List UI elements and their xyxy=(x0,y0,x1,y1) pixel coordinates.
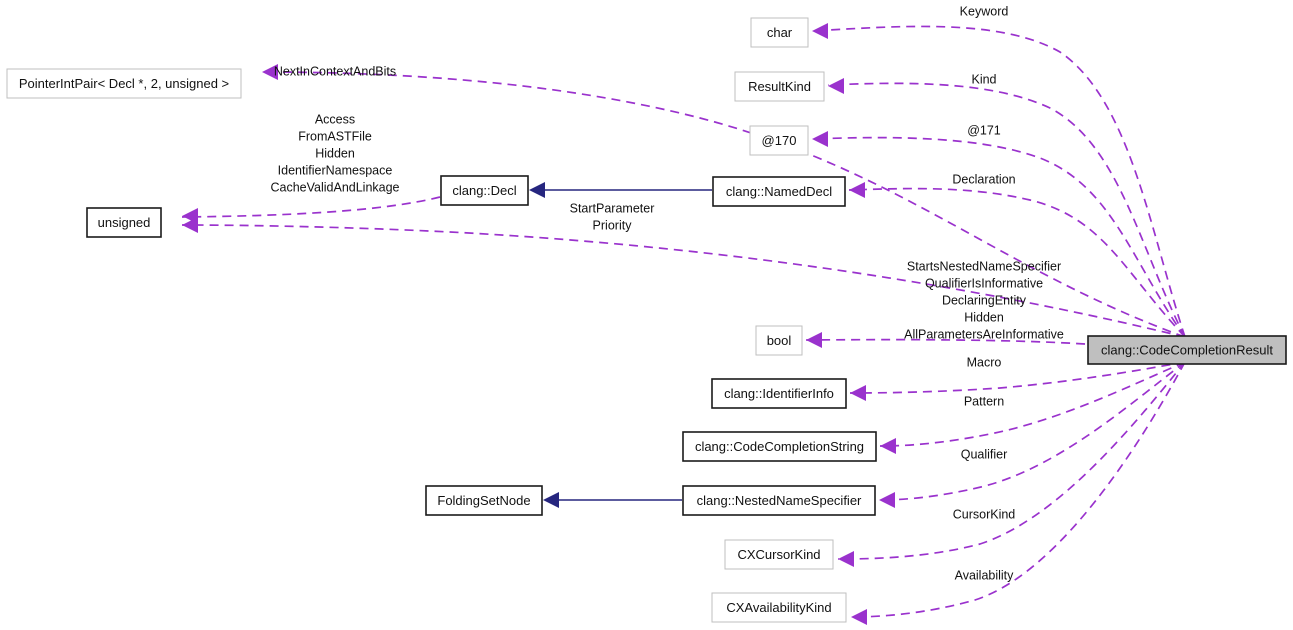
node-box-unsigned[interactable] xyxy=(86,207,162,238)
arrowhead-e-at171 xyxy=(812,131,828,147)
edge-label-e-decl-unsigned-3: IdentifierNamespace xyxy=(278,163,393,177)
edge-e-nextincontext xyxy=(261,71,1186,338)
arrowheads-layer xyxy=(182,23,896,625)
edge-label-e-declaration-0: Declaration xyxy=(952,172,1015,186)
arrowhead-e-macro xyxy=(850,385,866,401)
edges-layer xyxy=(181,25,1186,618)
node-cxcursorkind[interactable]: CXCursorKind xyxy=(724,539,834,570)
edge-e-kind xyxy=(827,82,1186,338)
edge-label-e-bool-flags-3: Hidden xyxy=(964,310,1004,324)
node-box-at170[interactable] xyxy=(749,125,809,156)
edge-e-at171 xyxy=(811,136,1186,338)
edge-label-e-bool-flags-2: DeclaringEntity xyxy=(942,293,1027,307)
edge-label-e-startparameter-priority-0: StartParameter xyxy=(570,201,655,215)
node-box-char[interactable] xyxy=(750,17,809,48)
edge-e-macro xyxy=(849,361,1186,394)
edge-e-cursorkind xyxy=(837,361,1186,560)
node-box-pointerintpair[interactable] xyxy=(6,68,242,99)
edge-label-e-decl-unsigned-4: CacheValidAndLinkage xyxy=(270,180,399,194)
edge-e-startparameter-priority xyxy=(181,224,1186,338)
node-box-cxavailkind[interactable] xyxy=(711,592,847,623)
arrowhead-e-inherit-folding xyxy=(543,492,559,508)
edge-label-e-cursorkind-0: CursorKind xyxy=(953,507,1016,521)
node-ccstring[interactable]: clang::CodeCompletionString xyxy=(682,431,877,462)
edge-label-e-keyword-0: Keyword xyxy=(960,4,1009,18)
edge-label-e-qualifier-0: Qualifier xyxy=(961,447,1008,461)
edge-label-e-bool-flags-0: StartsNestedNameSpecifier xyxy=(907,259,1061,273)
edge-e-declaration xyxy=(848,187,1186,338)
edge-e-decl-unsigned xyxy=(181,196,441,218)
node-box-bool[interactable] xyxy=(755,325,803,356)
edge-label-e-availability-0: Availability xyxy=(955,568,1015,582)
arrowhead-e-cursorkind xyxy=(838,551,854,567)
node-cxavailkind[interactable]: CXAvailabilityKind xyxy=(711,592,847,623)
edge-e-keyword xyxy=(811,25,1186,338)
arrowhead-e-availability xyxy=(851,609,867,625)
node-unsigned[interactable]: unsigned xyxy=(86,207,162,238)
arrowhead-e-bool-flags xyxy=(806,332,822,348)
node-at170[interactable]: @170 xyxy=(749,125,809,156)
node-pointerintpair[interactable]: PointerIntPair< Decl *, 2, unsigned > xyxy=(6,68,242,99)
node-bool[interactable]: bool xyxy=(755,325,803,356)
node-nameddecl[interactable]: clang::NamedDecl xyxy=(712,176,846,207)
node-box-resultkind[interactable] xyxy=(734,71,825,102)
edge-label-e-decl-unsigned-2: Hidden xyxy=(315,146,355,160)
edge-e-qualifier xyxy=(878,361,1186,501)
edge-label-e-startparameter-priority-1: Priority xyxy=(593,218,633,232)
edge-label-e-decl-unsigned-0: Access xyxy=(315,112,355,126)
arrowhead-e-inherit-decl xyxy=(529,182,545,198)
edge-e-availability xyxy=(850,361,1186,618)
arrowhead-e-keyword xyxy=(812,23,828,39)
node-box-identifierinfo[interactable] xyxy=(711,378,847,409)
node-ccresult[interactable]: clang::CodeCompletionResult xyxy=(1087,335,1287,365)
node-box-cxcursorkind[interactable] xyxy=(724,539,834,570)
arrowhead-e-nextincontext xyxy=(262,64,278,80)
node-box-ccstring[interactable] xyxy=(682,431,877,462)
node-box-ccresult[interactable] xyxy=(1087,335,1287,365)
arrowhead-e-qualifier xyxy=(879,492,895,508)
edge-label-e-pattern-0: Pattern xyxy=(964,394,1004,408)
node-char[interactable]: char xyxy=(750,17,809,48)
edge-label-e-at171-0: @171 xyxy=(967,123,1001,137)
node-box-foldingsetnode[interactable] xyxy=(425,485,543,516)
node-identifierinfo[interactable]: clang::IdentifierInfo xyxy=(711,378,847,409)
arrowhead-e-kind xyxy=(828,78,844,94)
arrowhead-e-startparameter-priority xyxy=(182,217,198,233)
edge-e-pattern xyxy=(879,361,1186,447)
node-nestedname[interactable]: clang::NestedNameSpecifier xyxy=(682,485,876,516)
node-box-nestedname[interactable] xyxy=(682,485,876,516)
edge-e-bool-flags xyxy=(805,338,1086,345)
arrowhead-e-pattern xyxy=(880,438,896,454)
node-decl[interactable]: clang::Decl xyxy=(440,175,529,206)
edge-label-e-kind-0: Kind xyxy=(971,72,996,86)
edge-labels-layer: NextInContextAndBitsAccessFromASTFileHid… xyxy=(270,4,1063,582)
edge-label-e-macro-0: Macro xyxy=(967,355,1002,369)
edge-label-e-nextincontext-0: NextInContextAndBits xyxy=(274,64,396,78)
edge-label-e-decl-unsigned-1: FromASTFile xyxy=(298,129,372,143)
node-resultkind[interactable]: ResultKind xyxy=(734,71,825,102)
arrowhead-e-declaration xyxy=(849,182,865,198)
node-box-decl[interactable] xyxy=(440,175,529,206)
nodes-layer: PointerIntPair< Decl *, 2, unsigned > uns… xyxy=(6,17,1287,623)
node-box-nameddecl[interactable] xyxy=(712,176,846,207)
node-foldingsetnode[interactable]: FoldingSetNode xyxy=(425,485,543,516)
edge-label-e-bool-flags-1: QualifierIsInformative xyxy=(925,276,1043,290)
